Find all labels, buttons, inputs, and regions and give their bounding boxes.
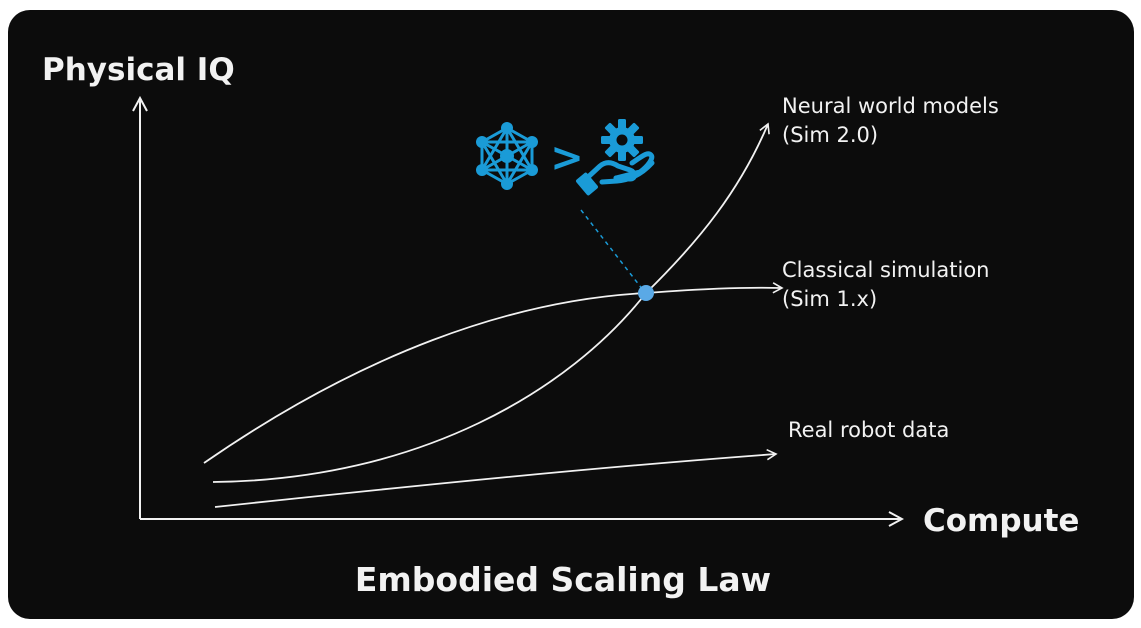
label-real-robot-data: Real robot data bbox=[788, 418, 949, 442]
curve-real-robot-data bbox=[214, 448, 778, 508]
y-axis-label: Physical IQ bbox=[42, 52, 235, 88]
intersection-marker bbox=[638, 285, 654, 301]
label-neural-world-models-line1: Neural world models bbox=[782, 94, 999, 118]
label-classical-simulation-line1: Classical simulation bbox=[782, 258, 989, 282]
neural-network-icon bbox=[476, 122, 538, 190]
curve-classical-simulation bbox=[203, 282, 784, 464]
x-axis-label: Compute bbox=[923, 503, 1079, 539]
diagram-panel bbox=[8, 10, 1134, 619]
label-classical-simulation-line2: (Sim 1.x) bbox=[782, 287, 877, 311]
diagram-title: Embodied Scaling Law bbox=[355, 560, 771, 599]
gear-in-hand-icon bbox=[576, 119, 655, 196]
curve-neural-world-models bbox=[212, 122, 770, 483]
callout-leader-line bbox=[580, 209, 644, 291]
comparison-symbol: > bbox=[550, 135, 584, 181]
label-neural-world-models-line2: (Sim 2.0) bbox=[782, 123, 878, 147]
